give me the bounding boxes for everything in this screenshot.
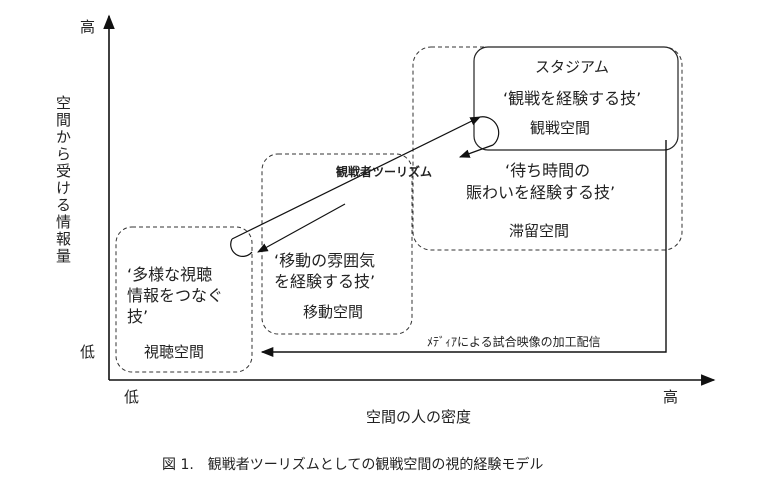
x-axis-high-label: 高 — [663, 388, 678, 406]
zone-stadium-box — [473, 46, 679, 151]
viewing-space-label: 視聴空間 — [144, 343, 204, 361]
viewing-skill-line-3: 技’ — [127, 307, 148, 326]
tourism-arrow-label: 観戦者ツーリズム — [336, 164, 432, 179]
x-axis-low-label: 低 — [124, 388, 139, 406]
staying-skill-line-1: ‘待ち時間の — [505, 161, 590, 180]
y-axis-low-label: 低 — [80, 343, 95, 361]
zone-viewing-box — [115, 226, 253, 373]
viewing-skill-line-2: 情報をつなぐ — [127, 286, 223, 305]
tourism-loop-lower-arrow — [257, 203, 346, 253]
zone-staying-box — [412, 46, 683, 251]
stadium-skill: ‘観戦を経験する技’ — [503, 89, 641, 108]
tourism-loop-right-cap — [479, 116, 500, 146]
viewing-skill-line-1: ‘多様な視聴 — [127, 265, 212, 284]
figure-caption: 図 1. 観戦者ツーリズムとしての観戦空間の視的経験モデル — [162, 456, 543, 473]
moving-space-label: 移動空間 — [303, 303, 363, 321]
media-arrow-label: ﾒﾃﾞｨｱによる試合映像の加工配信 — [427, 334, 601, 349]
tourism-loop-left-cap — [230, 238, 253, 257]
moving-skill-line-1: ‘移動の雰囲気 — [274, 251, 375, 270]
tourism-loop-return-arrow — [458, 144, 494, 158]
stadium-space-label: 観戦空間 — [530, 119, 590, 137]
moving-skill-line-2: を経験する技’ — [274, 272, 375, 291]
media-distribution-arrow — [260, 140, 667, 358]
stadium-title: スタジアム — [535, 58, 609, 76]
staying-skill-line-2: 賑わいを経験する技’ — [466, 183, 615, 202]
x-axis-title: 空間の人の密度 — [366, 408, 471, 426]
y-axis-high-label: 高 — [80, 18, 95, 36]
y-axis-title: 空間から受ける情報量 — [54, 95, 72, 265]
staying-space-label: 滞留空間 — [509, 222, 569, 240]
tourism-loop-upper-arrow — [231, 116, 481, 240]
